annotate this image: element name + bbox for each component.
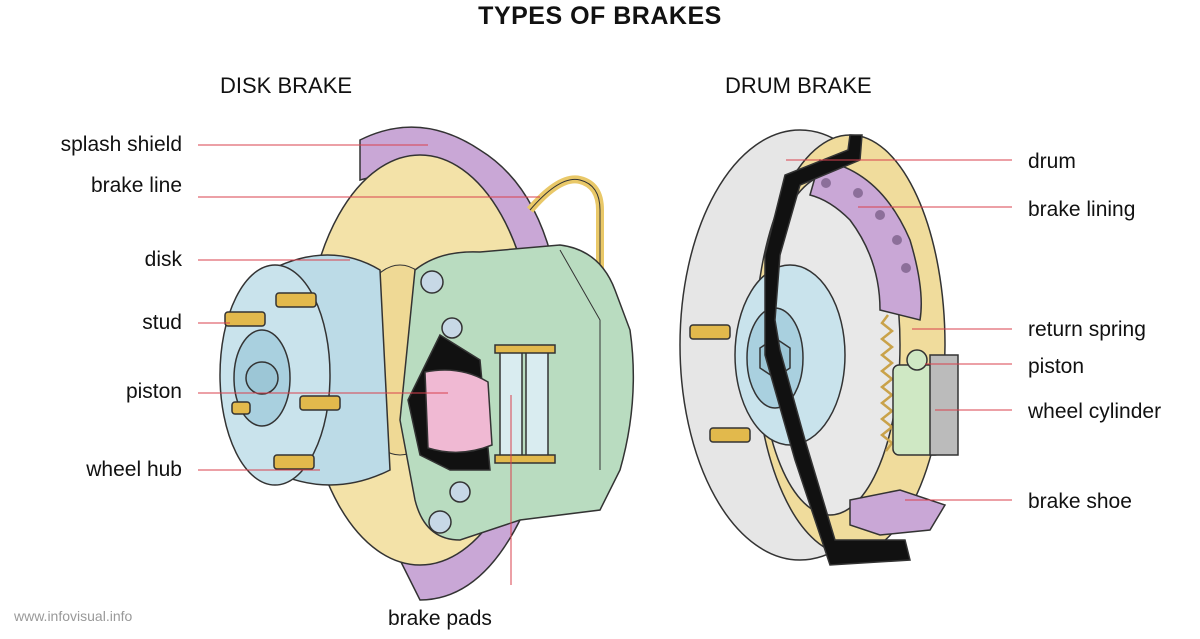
- disk-brake-illustration: [219, 126, 635, 601]
- drum-cutaway-section: [764, 134, 911, 566]
- label-brake-line: brake line: [90, 174, 182, 197]
- drum-brake-heading: DRUM BRAKE: [725, 73, 872, 98]
- label-piston-disk: piston: [125, 380, 182, 403]
- drum-brake-illustration: [679, 129, 959, 566]
- label-drum: drum: [1028, 150, 1076, 173]
- label-stud: stud: [142, 311, 182, 334]
- label-piston-drum: piston: [1028, 355, 1085, 378]
- label-return-spring: return spring: [1028, 318, 1146, 341]
- leader-lines: [198, 144, 1012, 585]
- watermark: www.infovisual.info: [14, 608, 133, 624]
- piston-shape: [424, 369, 493, 454]
- label-wheel-cylinder: wheel cylinder: [1028, 400, 1162, 423]
- brake-lining-shape: [809, 159, 922, 321]
- label-splash-shield: splash shield: [60, 133, 182, 156]
- label-brake-pads: brake pads: [388, 607, 492, 630]
- disk-brake-heading: DISK BRAKE: [220, 73, 353, 98]
- label-disk: disk: [144, 248, 182, 271]
- return-spring-shape: [879, 314, 895, 452]
- stud-shapes: [224, 292, 341, 470]
- label-brake-shoe: brake shoe: [1028, 490, 1132, 513]
- label-brake-lining: brake lining: [1028, 198, 1136, 221]
- label-wheel-hub: wheel hub: [86, 458, 182, 481]
- piston-drum-shape: [906, 349, 928, 371]
- brake-shoe-shape: [849, 489, 947, 536]
- diagram-title: TYPES OF BRAKES: [478, 2, 722, 30]
